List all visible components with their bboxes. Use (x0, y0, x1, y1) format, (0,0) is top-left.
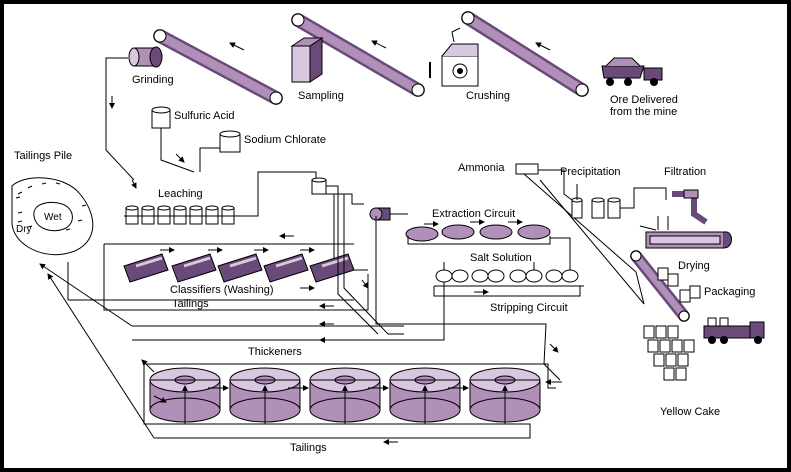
process-flow-svg (11, 11, 765, 445)
dry-label: Dry (16, 224, 32, 235)
stripping-circuit-label: Stripping Circuit (490, 302, 568, 314)
grinding-label: Grinding (132, 74, 174, 86)
delivery-truck-icon (703, 317, 765, 344)
extraction-settlers (405, 224, 551, 245)
drying-conveyor (630, 250, 690, 322)
ore-delivered-label-1: Ore Delivered (610, 94, 678, 106)
ammonia-label: Ammonia (458, 162, 505, 174)
sampling-label: Sampling (298, 90, 344, 102)
precipitation-label: Precipitation (560, 166, 621, 178)
conveyor-crushing-to-sampling (291, 13, 425, 97)
thickener-lines (47, 273, 562, 445)
sampling-tower-icon (290, 37, 324, 83)
classifier-flow-arrows (160, 247, 315, 291)
tailings-pile-icon (11, 177, 94, 256)
extraction-pump-icon (369, 207, 408, 221)
classifiers (123, 253, 355, 283)
grinding-mill-icon (128, 46, 163, 68)
leaching-tanks (124, 171, 317, 225)
extraction-flow-arrows (424, 219, 523, 227)
reagent-lines (160, 128, 220, 173)
salt-solution-label: Salt Solution (470, 252, 532, 264)
conveyor-arrows (229, 40, 551, 51)
conveyor-mine-to-crushing (461, 11, 589, 97)
thickeners-label: Thickeners (248, 346, 302, 358)
yellow-cake-drums (643, 325, 695, 381)
sulfuric-acid-tank-icon (151, 106, 171, 129)
grinding-to-leaching-line (105, 57, 137, 189)
leaching-label: Leaching (158, 188, 203, 200)
drying-furnace-icon (639, 225, 732, 249)
crushing-label: Crushing (466, 90, 511, 102)
sodium-chlorate-tank-icon (219, 130, 241, 153)
classifier-unit (217, 253, 263, 283)
drying-label: Drying (678, 260, 710, 272)
process-return-lines (39, 185, 445, 343)
ore-truck-icon (601, 57, 663, 86)
ore-delivered-label-2: from the mine (610, 106, 678, 118)
yellow-cake-label: Yellow Cake (660, 406, 721, 418)
sulfuric-acid-label: Sulfuric Acid (174, 110, 235, 122)
classifier-unit (263, 253, 309, 283)
tailings-lower-label: Tailings (290, 442, 327, 454)
classifier-unit (309, 253, 355, 283)
classifier-unit (123, 253, 169, 283)
filtration-press-icon (657, 189, 708, 230)
wet-label: Wet (44, 212, 62, 223)
stripping-flow-lines (375, 173, 645, 381)
classifier-unit (171, 253, 217, 283)
filtration-label: Filtration (664, 166, 707, 178)
stripping-settlers (434, 262, 584, 287)
leaching-overflow-tank-icon (311, 177, 327, 195)
precipitation-tanks (538, 169, 667, 219)
classifier-feed-lines (104, 193, 354, 269)
ammonia-tank-icon (515, 163, 539, 175)
classifiers-label: Classifiers (Washing) (170, 284, 274, 296)
sodium-chlorate-label: Sodium Chlorate (244, 134, 326, 146)
tailings-upper-label: Tailings (172, 298, 209, 310)
conveyor-sampling-to-grinding (153, 29, 283, 105)
extraction-circuit-label: Extraction Circuit (432, 208, 516, 220)
crusher-icon (429, 27, 479, 87)
thickener-unit (469, 367, 541, 423)
packaging-drums (657, 267, 701, 303)
tailings-pile-label: Tailings Pile (14, 150, 73, 162)
packaging-label: Packaging (704, 286, 756, 298)
